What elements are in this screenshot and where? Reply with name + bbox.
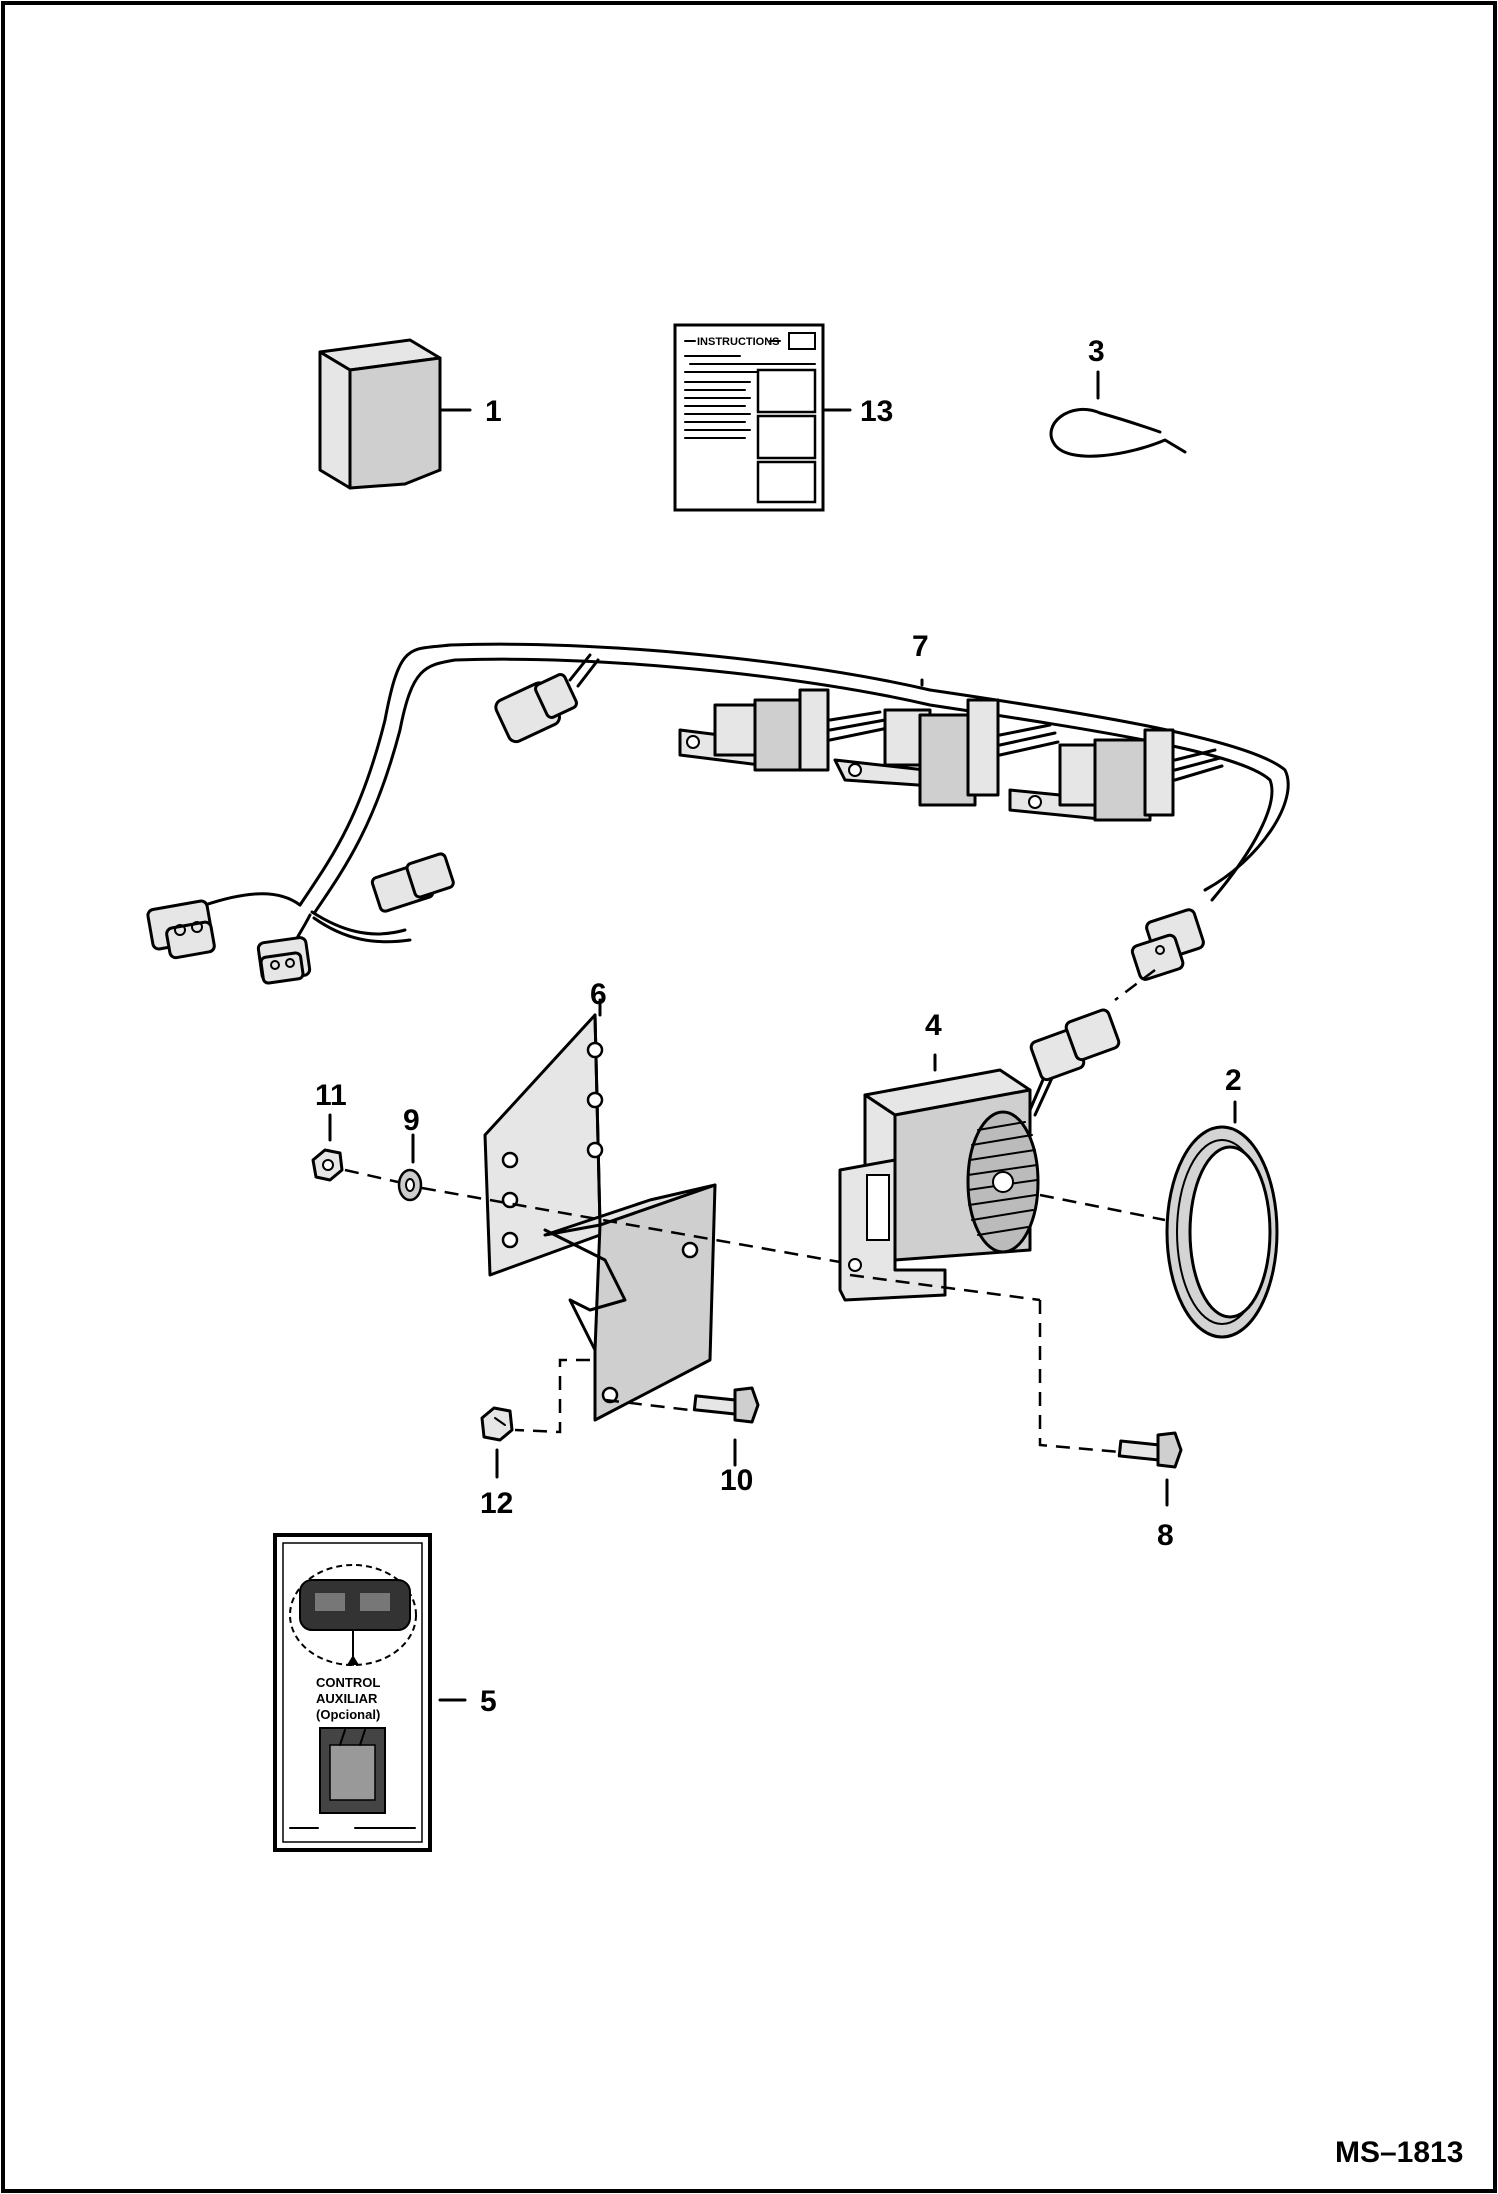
part-12-flange-nut: [480, 1406, 514, 1479]
callout-2: 2: [1225, 1064, 1242, 1097]
part-5-decal: CONTROL AUXILIAR (Opcional): [273, 1533, 467, 1852]
part-6-bracket: [483, 998, 717, 1422]
part-10-bolt: [692, 1386, 760, 1467]
drawing-number: MS–1813: [1335, 2136, 1463, 2169]
instructions-header: INSTRUCTIONS: [697, 336, 780, 348]
callout-3: 3: [1088, 335, 1105, 368]
callout-9: 9: [403, 1104, 420, 1137]
part-3-cable-tie: [1049, 370, 1187, 458]
callout-8: 8: [1157, 1519, 1174, 1552]
part-7-wiring-harness: [146, 642, 1290, 1001]
decal-line-3: (Opcional): [316, 1707, 380, 1722]
part-4-backup-alarm: [838, 1008, 1121, 1302]
decal-line-2: AUXILIAR: [316, 1691, 378, 1706]
callout-6: 6: [590, 978, 607, 1011]
callout-7: 7: [912, 630, 929, 663]
callout-1: 1: [485, 395, 502, 428]
assembly-lines: [344, 1168, 1166, 1454]
callout-13: 13: [860, 395, 893, 428]
callout-4: 4: [925, 1009, 942, 1042]
callout-5: 5: [480, 1685, 497, 1718]
callout-10: 10: [720, 1464, 753, 1497]
part-9-washer: [397, 1133, 423, 1202]
callout-12: 12: [480, 1487, 513, 1520]
part-8-bolt: [1117, 1431, 1183, 1507]
part-2-gasket: [1165, 1100, 1279, 1339]
part-13-instruction-sheet: INSTRUCTIONS: [673, 323, 852, 512]
part-11-nut: [311, 1113, 344, 1182]
decal-line-1: CONTROL: [316, 1675, 380, 1690]
callout-11: 11: [315, 1079, 347, 1112]
part-1-box: [318, 338, 472, 490]
